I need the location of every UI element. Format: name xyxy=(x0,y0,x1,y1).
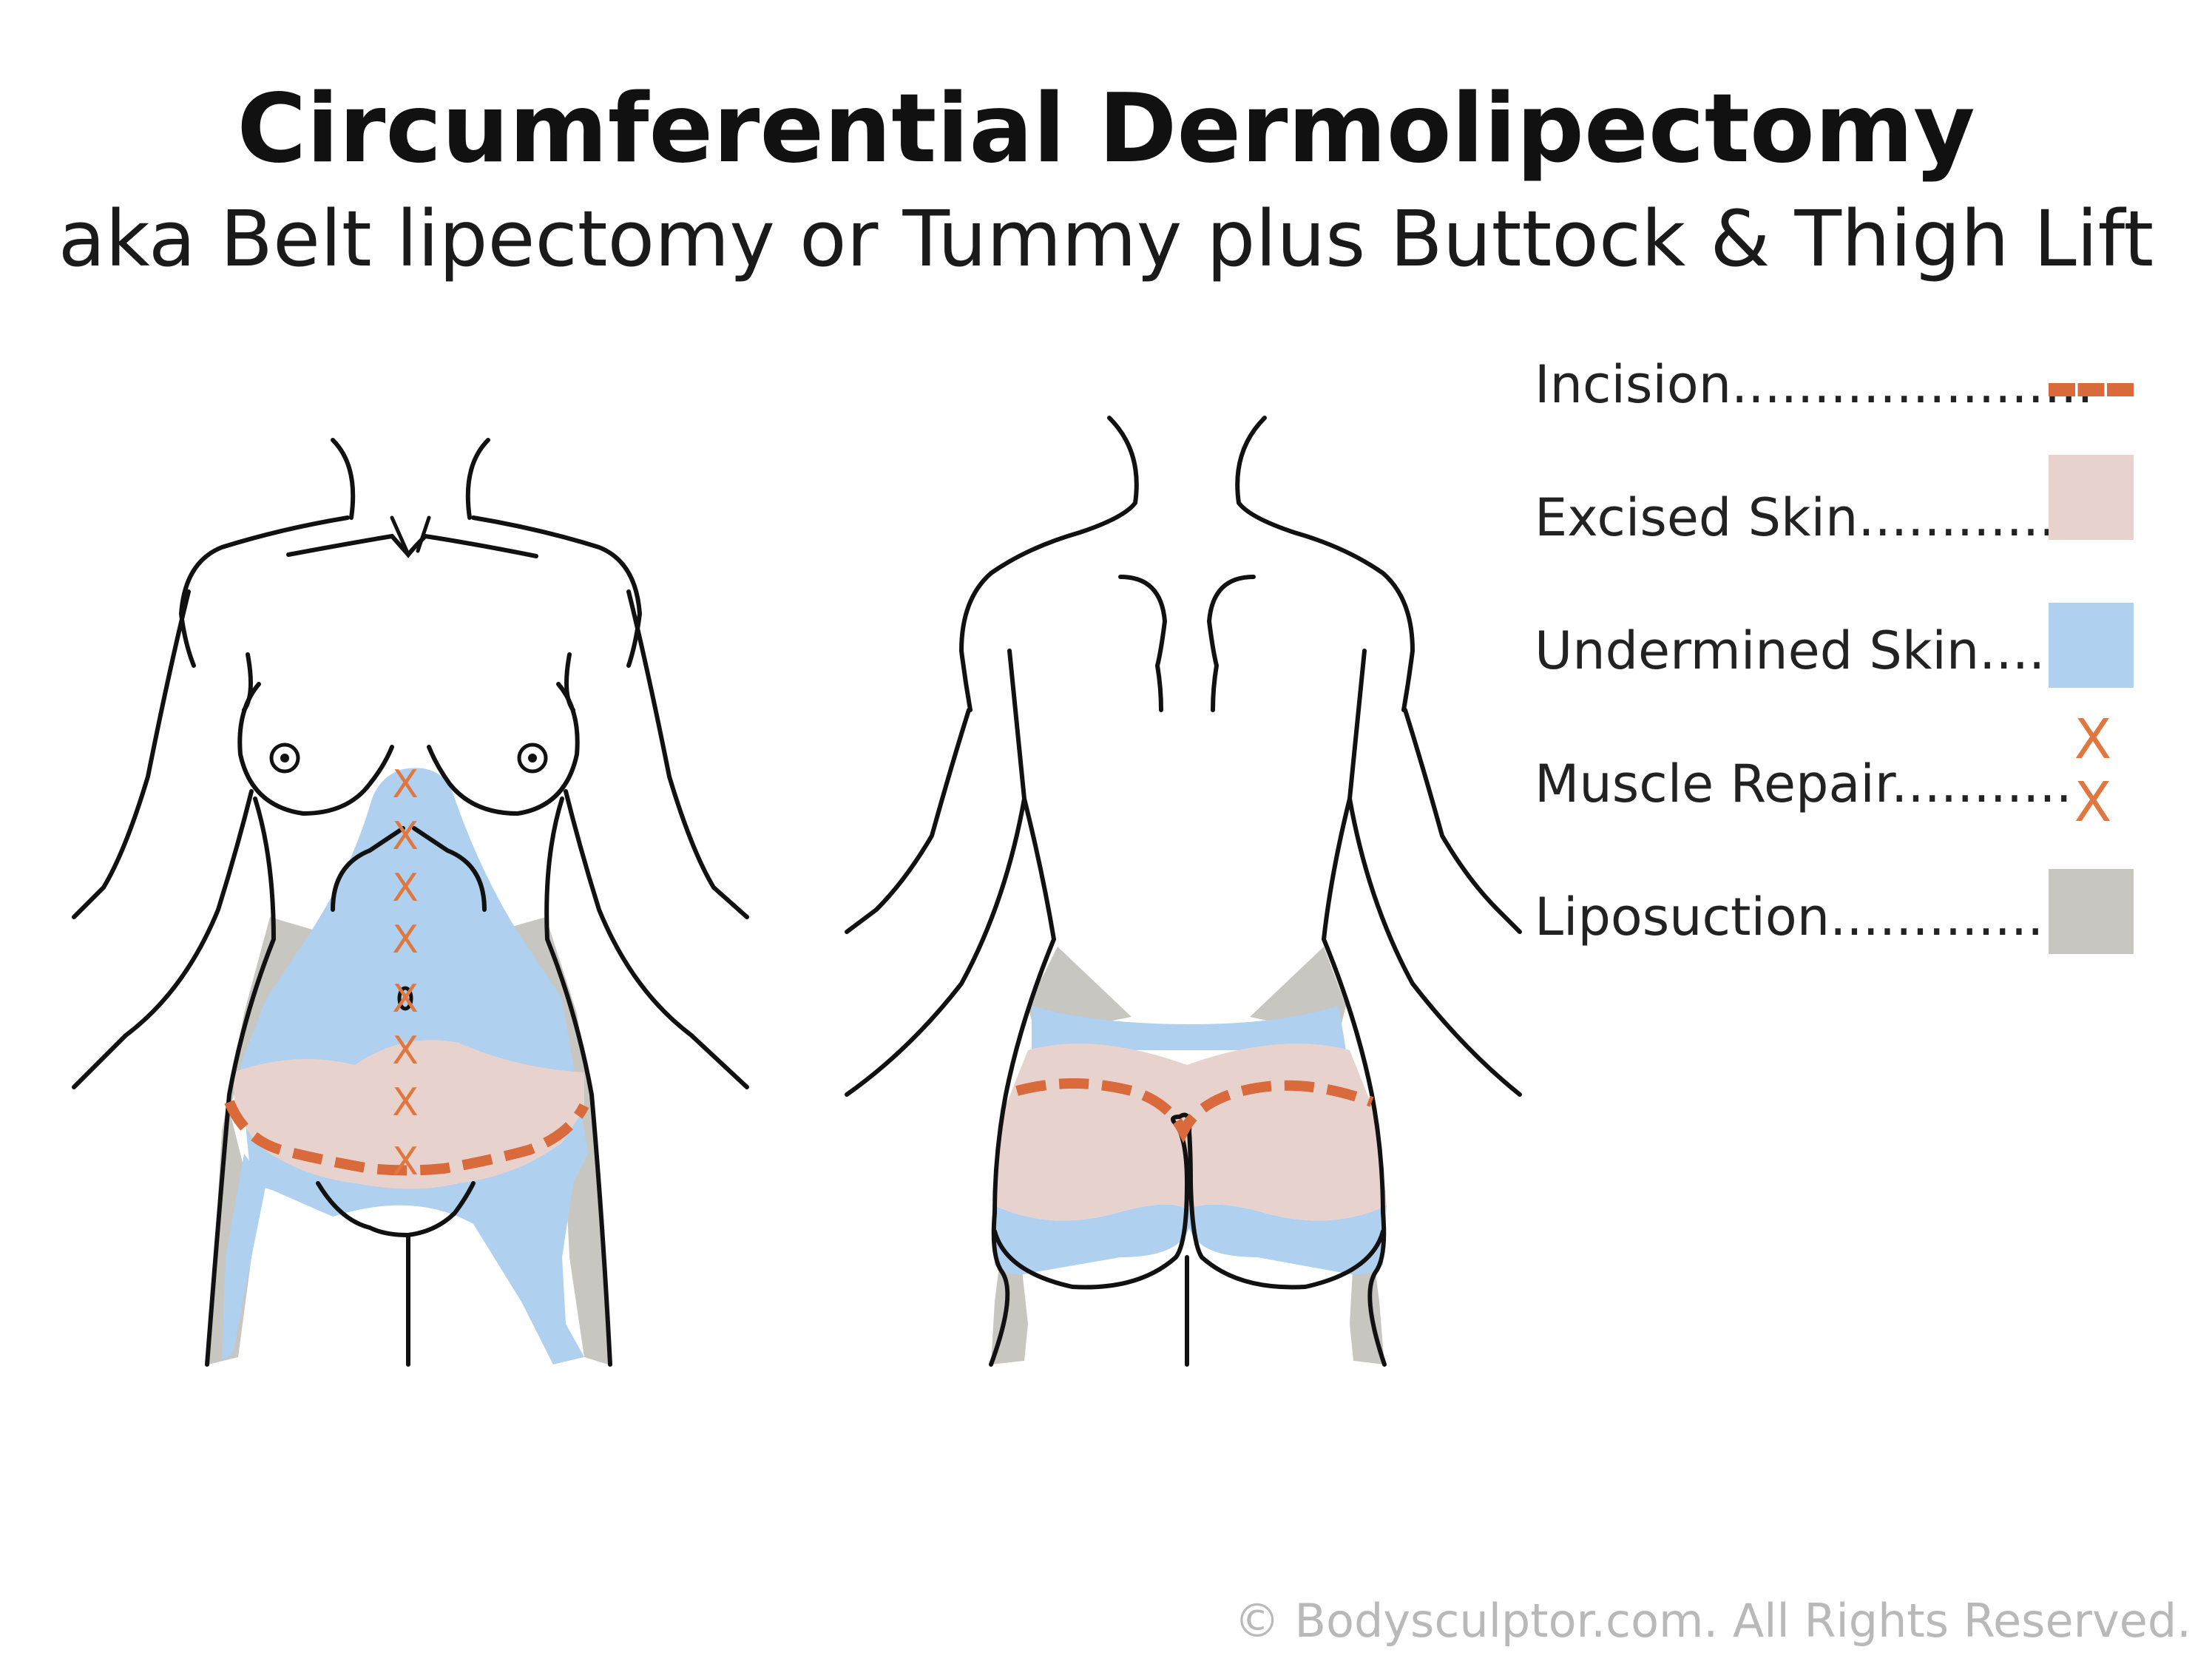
muscle-repair-x: X xyxy=(392,814,419,859)
back-arm-right-outline xyxy=(1403,708,1522,934)
muscle-repair-x: X xyxy=(392,762,419,807)
front-jugular-notch xyxy=(390,515,431,553)
back-torso-left xyxy=(989,797,1057,1367)
front-clavicles xyxy=(286,533,538,558)
front-arm-right-inner xyxy=(564,789,749,1089)
muscle-repair-x-mark: X xyxy=(2074,708,2112,771)
front-excised-skin xyxy=(233,1040,584,1189)
diagram-title: Circumferential Dermolipectomy xyxy=(237,74,1975,184)
back-scapula-right xyxy=(1206,575,1256,712)
copyright-notice: © Bodysculptor.com. All Rights Reserved. xyxy=(1234,1594,2191,1648)
front-arm-right-outline xyxy=(626,589,749,919)
front-arm-left-inner xyxy=(72,789,254,1089)
back-arm-right-inner xyxy=(1347,649,1522,1097)
excised-skin-swatch xyxy=(2049,455,2134,540)
front-nipple-left xyxy=(269,743,300,774)
back-neck-left xyxy=(958,416,1139,712)
front-shoulder-left xyxy=(178,515,350,668)
legend-label: Incision...................... xyxy=(1535,354,2094,415)
muscle-repair-x: X xyxy=(392,866,419,910)
incision-dashed-swatch xyxy=(2049,383,2134,396)
muscle-repair-x: X xyxy=(392,1140,419,1184)
muscle-repair-x: X xyxy=(392,918,419,962)
back-arm-left-inner xyxy=(845,649,1027,1097)
front-nipple-right xyxy=(517,743,548,774)
back-incision-line xyxy=(1015,1078,1374,1143)
muscle-repair-marks: X X X X X X X X xyxy=(392,762,419,1184)
muscle-repair-x-mark: X xyxy=(2074,771,2112,834)
legend-item-liposuction: Liposuction................ xyxy=(1535,869,2141,961)
back-neck-right xyxy=(1235,416,1416,712)
diagram-subtitle: aka Belt lipectomy or Tummy plus Buttock… xyxy=(58,194,2154,284)
back-view xyxy=(845,416,1522,1367)
front-nipple-right-dot xyxy=(528,754,537,762)
front-ribs xyxy=(331,826,487,912)
legend-label: Excised Skin............. xyxy=(1535,487,2072,548)
back-buttocks xyxy=(992,1112,1385,1290)
muscle-repair-x: X xyxy=(392,1029,419,1073)
back-undermined-lower xyxy=(995,1204,1387,1275)
back-scapula-left xyxy=(1118,575,1168,712)
legend-label: Undermined Skin..... xyxy=(1535,620,2062,681)
front-neck-right xyxy=(465,438,490,520)
front-undermined-thigh-left xyxy=(222,1154,266,1361)
legend-item-undermined-skin: Undermined Skin..... xyxy=(1535,603,2141,695)
front-navel xyxy=(397,986,413,1011)
muscle-repair-x: X xyxy=(392,1080,419,1125)
legend-label: Liposuction................ xyxy=(1535,887,2094,947)
front-breast-right xyxy=(427,682,580,816)
front-arm-left-outline xyxy=(72,589,191,919)
front-incision-line xyxy=(224,1100,589,1176)
legend-item-incision: Incision...................... xyxy=(1535,340,2141,429)
front-view xyxy=(72,438,749,1367)
front-shoulder-right xyxy=(471,515,643,668)
back-torso-right xyxy=(1321,797,1387,1367)
muscle-repair-x: X xyxy=(392,977,419,1021)
back-arm-left-outline xyxy=(845,708,971,934)
legend-item-excised-skin: Excised Skin............. xyxy=(1535,455,2141,562)
front-nipple-left-dot xyxy=(280,754,289,762)
front-breast-left xyxy=(237,682,394,816)
front-neck-left xyxy=(331,438,356,520)
legend-item-muscle-repair: Muscle Repair........... X X xyxy=(1535,708,2141,834)
back-undermined-upper xyxy=(1032,1006,1346,1050)
liposuction-swatch xyxy=(2049,869,2134,954)
legend-label: Muscle Repair........... xyxy=(1535,754,2072,814)
undermined-skin-swatch xyxy=(2049,603,2134,688)
